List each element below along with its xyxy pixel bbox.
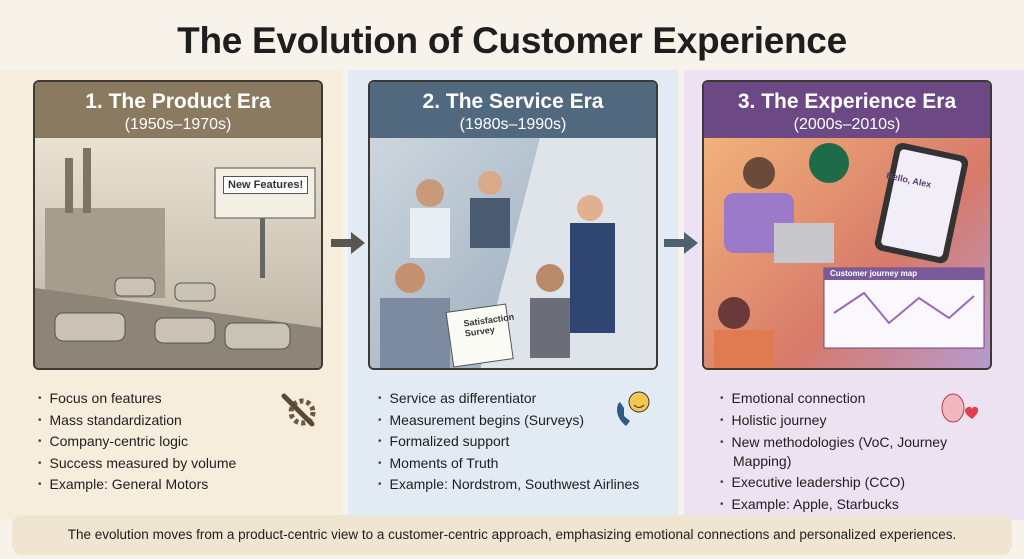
phone-smiley-icon [617,391,650,426]
bullet-item: New methodologies (VoC, Journey Mapping) [720,433,960,470]
era-dates: (1980s–1990s) [459,116,567,133]
bullet-item: Measurement begins (Surveys) [378,410,639,432]
journey-map-text: Customer journey map [830,269,918,278]
bullet-item: Success measured by volume [38,453,237,475]
era-dates: (1950s–1970s) [124,116,232,133]
experience-era-bullets: Emotional connection Holistic journey Ne… [720,388,960,515]
panel-header: 1. The Product Era (1950s–1970s) [35,82,321,138]
bullet-item: Example: General Motors [38,474,236,496]
arrow-right-icon [664,232,698,254]
bullet-item: Focus on features [38,388,236,410]
bullet-item: Mass standardization [38,410,236,432]
bullet-item: Holistic journey [720,410,960,432]
arrow-right-icon [331,232,365,254]
digital-experience-illustration: Hello, Alex Customer journey map [704,138,990,368]
bullet-item: Formalized support [378,431,639,453]
factory-illustration: New Features! [35,138,321,368]
brain-heart-icon [941,393,979,423]
experience-scene-drawing [714,142,985,368]
era-dates: (2000s–2010s) [793,116,901,133]
service-scene-drawing [380,138,656,368]
starbucks-logo [809,143,849,183]
call-center-illustration: Satisfaction Survey [370,138,656,368]
factory-cars-drawing [35,148,321,368]
service-era-panel: 2. The Service Era (1980s–1990s) Satisfa… [368,80,658,370]
bullet-item: Example: Nordstrom, Southwest Airlines [378,474,640,496]
page-title: The Evolution of Customer Experience [177,20,847,61]
bullet-item: Executive leadership (CCO) [720,472,960,494]
bullet-item: Example: Apple, Starbucks [720,494,960,516]
service-era-bullets: Service as differentiator Measurement be… [378,388,640,496]
era-title: 2. The Service Era [422,90,604,113]
bullet-item: Company-centric logic [38,431,236,453]
era-title: 3. The Experience Era [737,90,957,113]
bullet-item: Service as differentiator [378,388,639,410]
product-era-panel: 1. The Product Era (1950s–1970s) New Fea… [33,80,323,370]
bullet-item: Moments of Truth [378,453,639,475]
panel-header: 3. The Experience Era (2000s–2010s) [704,82,990,138]
panel-header: 2. The Service Era (1980s–1990s) [370,82,656,138]
product-era-bullets: Focus on features Mass standardization C… [38,388,237,496]
billboard-text: New Features! [223,176,309,194]
wrench-gear-icon [281,393,316,427]
experience-era-panel: 3. The Experience Era (2000s–2010s) Hell… [702,80,992,370]
era-title: 1. The Product Era [85,90,271,113]
bullet-item: Emotional connection [720,388,960,410]
summary-footer: The evolution moves from a product-centr… [12,515,1012,555]
